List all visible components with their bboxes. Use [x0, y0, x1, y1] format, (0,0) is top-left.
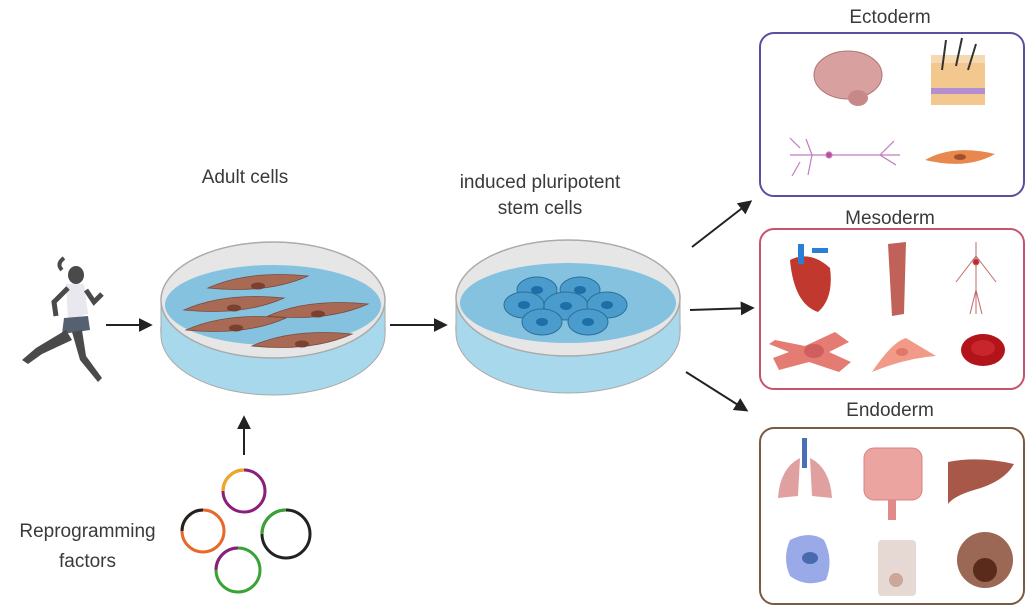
- red-blood-cell-icon: [961, 334, 1005, 366]
- lungs-icon: [778, 438, 832, 498]
- petri-dish-ipsc: [455, 239, 681, 394]
- skin-icon: [931, 37, 985, 105]
- heart-icon: [790, 244, 831, 312]
- mesoderm-title: Mesoderm: [845, 208, 935, 229]
- arrow-to-endoderm: [685, 371, 749, 412]
- arrow-to-ectoderm: [691, 200, 753, 248]
- adult-cells-label: Adult cells: [201, 167, 289, 188]
- melanocyte-icon: [925, 150, 995, 164]
- ipsc-label-line2: stem cells: [497, 198, 583, 219]
- smooth-muscle-cell-icon: [769, 332, 851, 372]
- runner-icon: [22, 256, 104, 382]
- neuron-icon: [789, 137, 900, 177]
- adult-cell: [182, 274, 370, 348]
- intestinal-epithelial-cell-icon: [878, 540, 916, 596]
- fibroblast-icon: [872, 338, 936, 372]
- reprogramming-label-line2: factors: [58, 551, 117, 572]
- reprogramming-label-line1: Reprogramming: [19, 521, 156, 542]
- alveolar-cell-icon: [786, 535, 830, 584]
- ectoderm-title: Ectoderm: [849, 7, 931, 28]
- endoderm-title: Endoderm: [846, 400, 934, 421]
- blood-vessels-icon: [955, 242, 997, 315]
- hepatocyte-icon: [957, 532, 1013, 588]
- petri-dish-adult-cells: [160, 241, 386, 396]
- skeletal-muscle-icon: [888, 242, 906, 316]
- intestine-icon: [863, 447, 923, 520]
- arrow-to-mesoderm: [689, 301, 755, 316]
- ipsc-label-line1: induced pluripotent: [459, 172, 621, 193]
- plasmid-icon: [180, 468, 312, 594]
- brain-icon: [813, 50, 883, 106]
- liver-icon: [948, 459, 1014, 504]
